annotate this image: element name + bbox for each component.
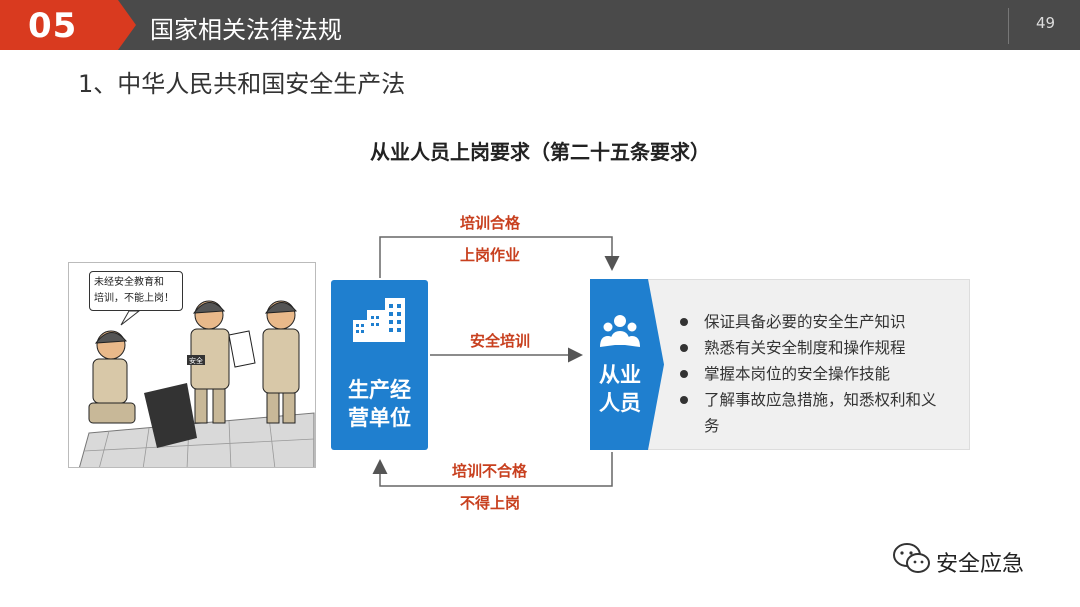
- cartoon-drawing: 安全: [79, 300, 315, 467]
- top-arrow-label-2: 上岗作业: [460, 246, 521, 264]
- middle-arrow-label: 安全培训: [470, 332, 531, 350]
- production-unit-label: 生产经 营单位: [348, 378, 411, 430]
- speech-bubble: 未经安全教育和 培训，不能上岗！: [89, 271, 183, 311]
- diagram-title: 从业人员上岗要求（第二十五条要求）: [370, 140, 710, 164]
- cartoon-illustration: 安全 未经安全教育和 培训，不能上岗！: [68, 262, 316, 468]
- people-group-icon: [600, 315, 640, 347]
- bottom-arrow-label-2: 不得上岗: [460, 494, 521, 512]
- employees-box: 从业 人员: [590, 279, 664, 450]
- header-divider: [1008, 8, 1009, 44]
- bullet-icon: [680, 396, 688, 404]
- page-title: 国家相关法律法规: [150, 16, 342, 44]
- bullet-icon: [680, 344, 688, 352]
- bullet-icon: [680, 318, 688, 326]
- list-item: 熟悉有关安全制度和操作规程: [678, 335, 948, 361]
- section-number: 05: [28, 6, 78, 46]
- section-number-badge: 05: [0, 0, 136, 50]
- bullet-icon: [680, 370, 688, 378]
- section-subtitle: 1、中华人民共和国安全生产法: [78, 70, 406, 98]
- employees-label: 从业 人员: [599, 363, 641, 415]
- building-icon: [353, 298, 405, 342]
- list-item: 了解事故应急措施，知悉权利和义务: [678, 387, 948, 439]
- wechat-icon: [893, 543, 930, 573]
- list-item: 掌握本岗位的安全操作技能: [678, 361, 948, 387]
- list-item: 保证具备必要的安全生产知识: [678, 309, 948, 335]
- bottom-arrow-label-1: 培训不合格: [452, 462, 528, 480]
- header-bar: [0, 0, 1080, 50]
- speech-line-1: 未经安全教育和: [94, 277, 164, 288]
- watermark-text: 安全应急: [936, 552, 1025, 577]
- requirements-list: 保证具备必要的安全生产知识 熟悉有关安全制度和操作规程 掌握本岗位的安全操作技能…: [678, 309, 948, 439]
- page-number: 49: [1036, 14, 1056, 32]
- speech-line-2: 培训，不能上岗！: [94, 293, 174, 304]
- bottom-arrow-line: [372, 452, 613, 487]
- badge-text: 安全: [189, 356, 203, 365]
- top-arrow-label-1: 培训合格: [460, 214, 521, 232]
- production-unit-box: 生产经 营单位: [331, 280, 428, 450]
- top-arrow-line: [379, 236, 620, 278]
